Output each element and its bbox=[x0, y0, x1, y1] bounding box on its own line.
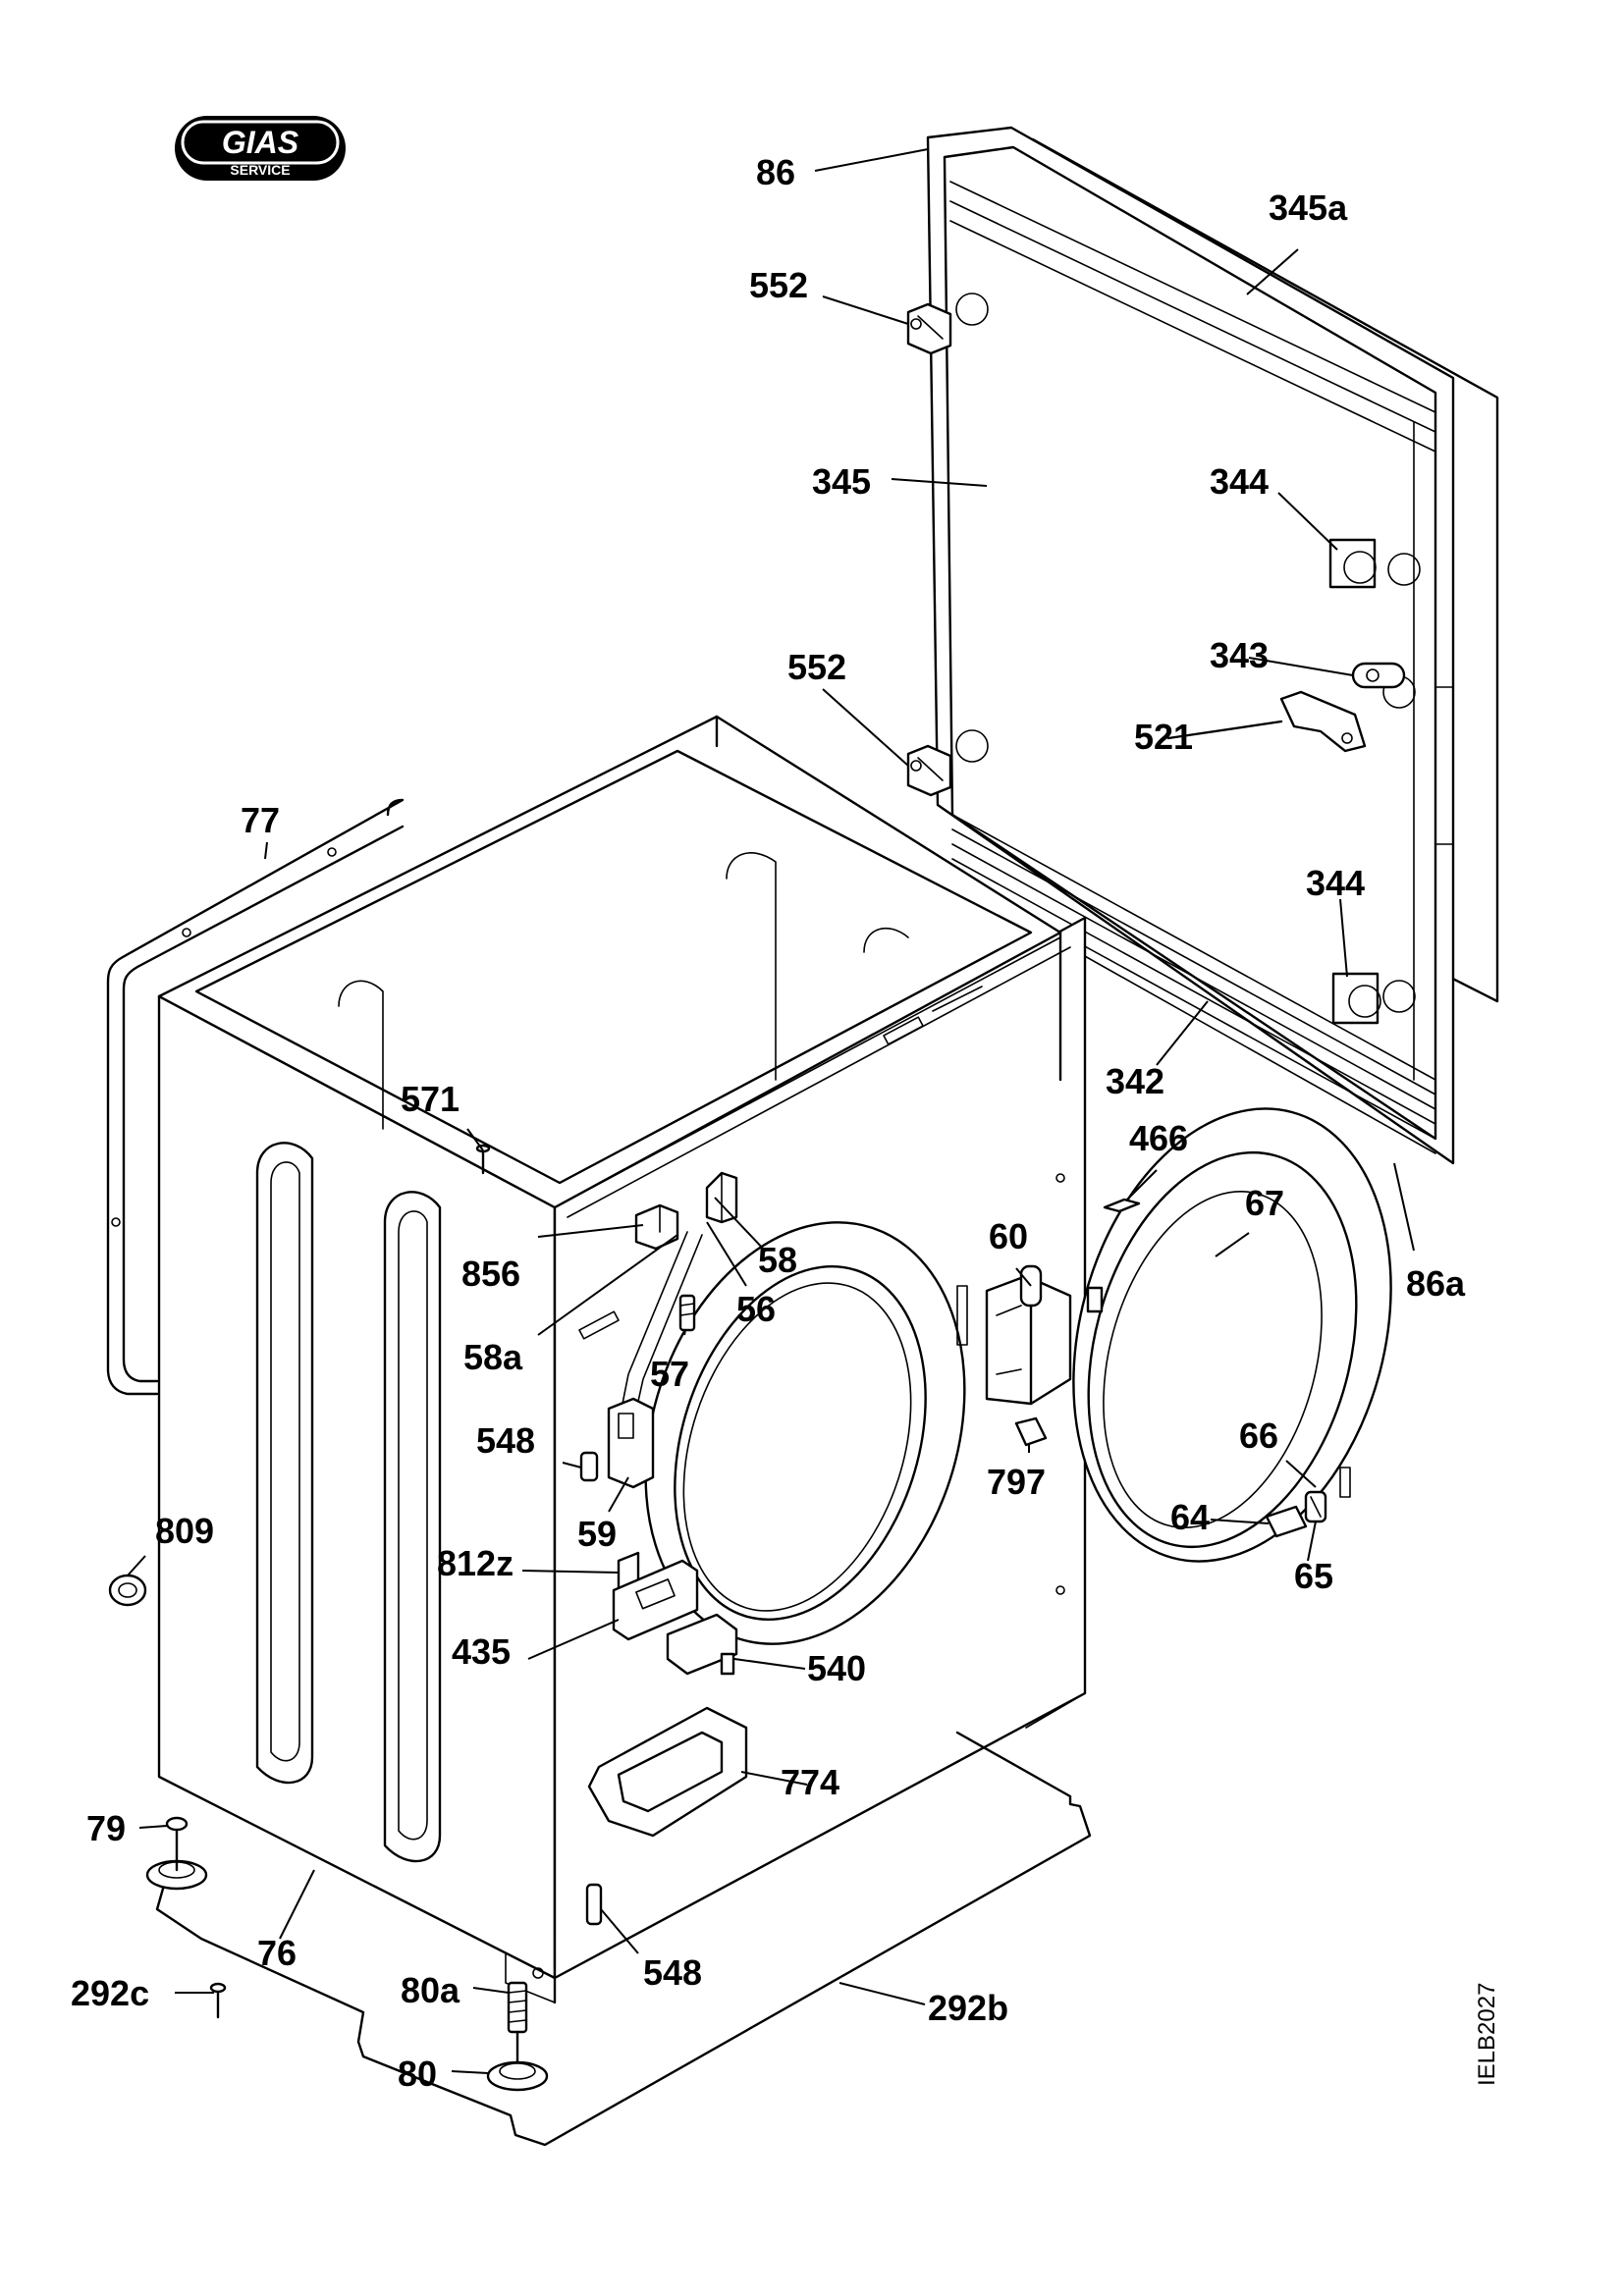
label-64: 64 bbox=[1170, 1497, 1210, 1537]
label-66: 66 bbox=[1239, 1415, 1278, 1456]
label-65: 65 bbox=[1294, 1556, 1333, 1596]
handle-774 bbox=[587, 1706, 748, 1838]
drawing-code: IELB2027 bbox=[1474, 1983, 1500, 2086]
panel-clip-343 bbox=[1351, 662, 1406, 689]
label-292c: 292c bbox=[71, 1973, 149, 2013]
screw-292c bbox=[209, 1982, 227, 2019]
label-548-lower: 548 bbox=[643, 1952, 702, 1993]
label-56: 56 bbox=[736, 1289, 776, 1329]
leader-lines bbox=[127, 148, 1415, 2074]
label-344-upper: 344 bbox=[1210, 461, 1269, 502]
pin-466 bbox=[1103, 1198, 1141, 1213]
label-86: 86 bbox=[756, 152, 795, 192]
label-57: 57 bbox=[650, 1354, 689, 1394]
hinge-552-upper bbox=[906, 302, 952, 355]
gias-service-logo: GIAS SERVICE bbox=[175, 116, 346, 181]
label-774: 774 bbox=[781, 1762, 839, 1802]
label-79: 79 bbox=[86, 1808, 126, 1848]
foot-79 bbox=[145, 1816, 208, 1891]
label-521: 521 bbox=[1134, 717, 1193, 757]
spring-80a bbox=[507, 1981, 528, 2034]
label-435: 435 bbox=[452, 1631, 511, 1672]
label-809: 809 bbox=[155, 1511, 214, 1551]
logo-brand-text: GIAS bbox=[222, 125, 299, 160]
switch-856 bbox=[634, 1203, 679, 1251]
label-552-upper: 552 bbox=[749, 265, 808, 305]
label-812z: 812z bbox=[437, 1543, 514, 1583]
label-466: 466 bbox=[1129, 1118, 1188, 1158]
interlock-540 bbox=[666, 1613, 738, 1676]
label-86a: 86a bbox=[1406, 1263, 1466, 1304]
label-552-lower: 552 bbox=[787, 647, 846, 687]
part-labels: 86 345a 552 345 344 343 552 521 344 77 3… bbox=[71, 152, 1466, 2094]
label-67: 67 bbox=[1245, 1183, 1284, 1223]
door-opening-ring-56 bbox=[644, 1221, 968, 1645]
clip-548-upper bbox=[579, 1451, 599, 1482]
door-hinge-60 bbox=[985, 1264, 1072, 1406]
label-80: 80 bbox=[398, 2054, 437, 2094]
label-797: 797 bbox=[987, 1462, 1046, 1502]
panel-bracket-521 bbox=[1279, 690, 1367, 753]
label-60: 60 bbox=[989, 1216, 1028, 1256]
label-77: 77 bbox=[241, 800, 280, 840]
logo-sub-text: SERVICE bbox=[230, 162, 290, 178]
clip-548-lower bbox=[585, 1883, 603, 1926]
label-548-upper: 548 bbox=[476, 1420, 535, 1461]
label-345: 345 bbox=[812, 461, 871, 502]
label-59: 59 bbox=[577, 1514, 617, 1554]
panel-gasket-344-bottom bbox=[1331, 972, 1381, 1025]
base-plate-292b bbox=[155, 1731, 1092, 2147]
foot-80 bbox=[486, 2030, 549, 2092]
label-80a: 80a bbox=[401, 1970, 460, 2010]
label-342: 342 bbox=[1106, 1061, 1164, 1101]
label-58a: 58a bbox=[463, 1337, 523, 1377]
label-345a: 345a bbox=[1269, 187, 1348, 228]
latch-59 bbox=[607, 1397, 655, 1489]
label-540: 540 bbox=[807, 1648, 866, 1688]
label-856: 856 bbox=[461, 1254, 520, 1294]
side-stiffener-ribs bbox=[255, 1142, 442, 1863]
door-catch-66-64-65 bbox=[1265, 1467, 1351, 1538]
top-frame-77 bbox=[106, 798, 405, 1396]
bracket-435 bbox=[612, 1559, 699, 1641]
rear-panel-assembly bbox=[926, 126, 1499, 1165]
hinge-mounting-holes bbox=[955, 293, 1421, 1013]
label-58: 58 bbox=[758, 1240, 797, 1280]
label-343: 343 bbox=[1210, 635, 1269, 675]
label-571: 571 bbox=[401, 1079, 460, 1119]
panel-gasket-344-top bbox=[1328, 538, 1377, 589]
door-67 bbox=[1072, 1107, 1392, 1563]
label-292b: 292b bbox=[928, 1988, 1008, 2028]
panel-bottom-stiffener-ribs bbox=[951, 814, 1436, 1154]
bracket-797 bbox=[1014, 1416, 1048, 1447]
grommet-809 bbox=[108, 1574, 147, 1607]
label-76: 76 bbox=[257, 1933, 297, 1973]
label-344-lower: 344 bbox=[1306, 863, 1365, 903]
hinge-552-lower bbox=[906, 744, 952, 797]
spring-57 bbox=[678, 1294, 696, 1332]
bracket-58 bbox=[705, 1171, 738, 1224]
